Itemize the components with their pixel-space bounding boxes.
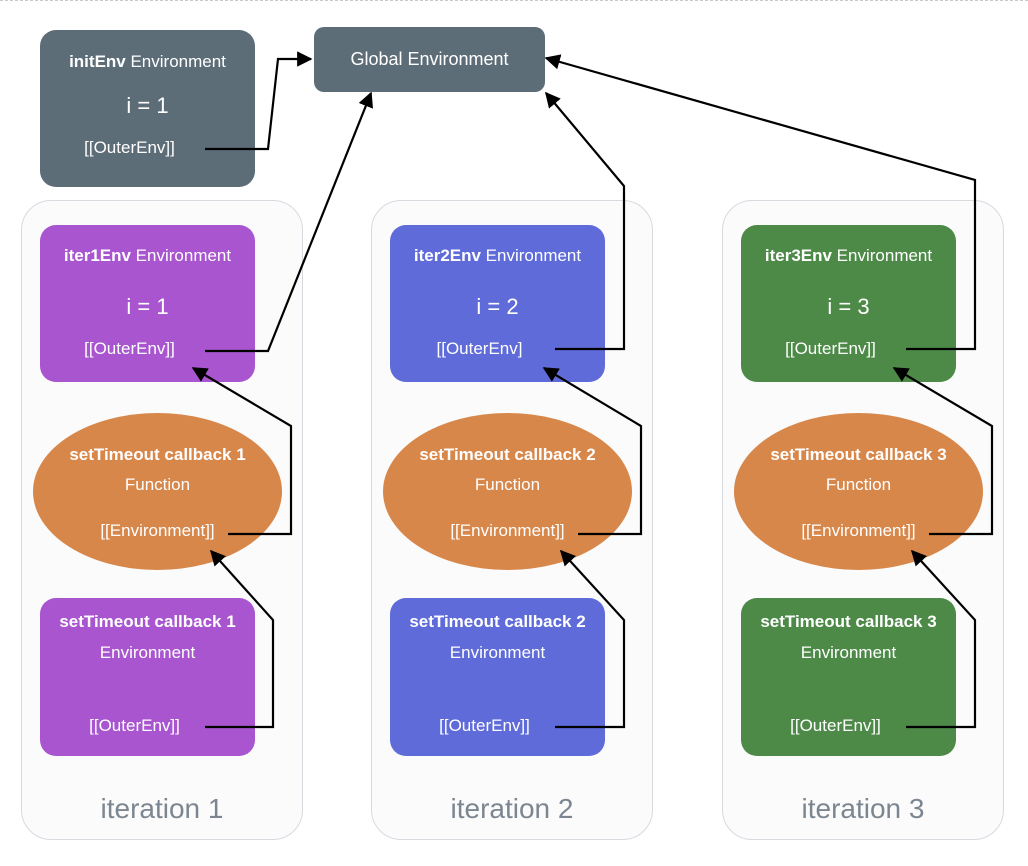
init-env-title: initEnv Environment [40,52,255,72]
iter3-env-suffix: Environment [831,246,933,265]
callback-3-function-ellipse: setTimeout callback 3 Function [[Environ… [734,413,983,570]
callback-1-env-title: setTimeout callback 1 [59,612,236,631]
callback-1-function-title: setTimeout callback 1 [69,445,246,464]
global-environment-label: Global Environment [350,49,509,69]
callback-2-function-title: setTimeout callback 2 [419,445,596,464]
iteration-3-label: iteration 3 [801,793,925,824]
init-env-suffix: Environment [125,52,226,71]
callback-3-function-kind: Function [825,475,892,494]
iter2-env-binding: i = 2 [476,294,519,319]
init-env-binding: i = 1 [126,93,169,118]
callback-3-env-kind: Environment [800,643,897,662]
iter2-env-suffix: Environment [480,246,582,265]
callback-2-env-outer-slot: [[OuterEnv]] [439,716,530,735]
iter3-env-name: iter3Env [764,246,832,265]
iteration-1-label: iteration 1 [100,793,224,824]
iter1-env-outer-slot: [[OuterEnv]] [84,339,175,358]
iter1-env-suffix: Environment [130,246,232,265]
top-dashed-border [0,0,1028,1]
callback-3-env-outer-slot: [[OuterEnv]] [790,716,881,735]
iter2-env-title: iter2Env Environment [390,246,605,266]
callback-1-env-kind: Environment [99,643,196,662]
global-environment-box: Global Environment [314,27,545,92]
callback-1-env-outer-slot: [[OuterEnv]] [89,716,180,735]
iter3-env-box: iter3Env Environment i = 3 [[OuterEnv]] [741,225,956,382]
iter3-env-outer-slot: [[OuterEnv]] [785,339,876,358]
callback-2-function-ellipse: setTimeout callback 2 Function [[Environ… [383,413,632,570]
iter3-env-title: iter3Env Environment [741,246,956,266]
callback-2-env-title: setTimeout callback 2 [409,612,586,631]
init-env-name: initEnv [69,52,126,71]
iter1-env-box: iter1Env Environment i = 1 [[OuterEnv]] [40,225,255,382]
callback-1-function-ellipse: setTimeout callback 1 Function [[Environ… [33,413,282,570]
callback-2-function-kind: Function [474,475,541,494]
iter1-env-title: iter1Env Environment [40,246,255,266]
callback-2-env-kind: Environment [449,643,546,662]
callback-1-env-box: setTimeout callback 1 Environment [[Oute… [40,598,255,756]
callback-2-env-box: setTimeout callback 2 Environment [[Oute… [390,598,605,756]
callback-3-env-box: setTimeout callback 3 Environment [[Oute… [741,598,956,756]
iteration-2-label: iteration 2 [450,793,574,824]
iter2-env-box: iter2Env Environment i = 2 [[OuterEnv] [390,225,605,382]
iter3-env-binding: i = 3 [827,294,870,319]
iter1-env-name: iter1Env [63,246,131,265]
callback-3-function-title: setTimeout callback 3 [770,445,947,464]
init-env-box: initEnv Environment i = 1 [[OuterEnv]] [40,30,255,187]
callback-3-environment-slot: [[Environment]] [801,521,916,540]
callback-3-env-title: setTimeout callback 3 [760,612,937,631]
callback-2-environment-slot: [[Environment]] [450,521,565,540]
callback-1-environment-slot: [[Environment]] [100,521,215,540]
iter1-env-binding: i = 1 [126,294,169,319]
iter2-env-name: iter2Env [413,246,481,265]
init-env-outer-slot: [[OuterEnv]] [84,138,175,157]
iter2-env-outer-slot: [[OuterEnv] [436,339,523,358]
callback-1-function-kind: Function [124,475,191,494]
